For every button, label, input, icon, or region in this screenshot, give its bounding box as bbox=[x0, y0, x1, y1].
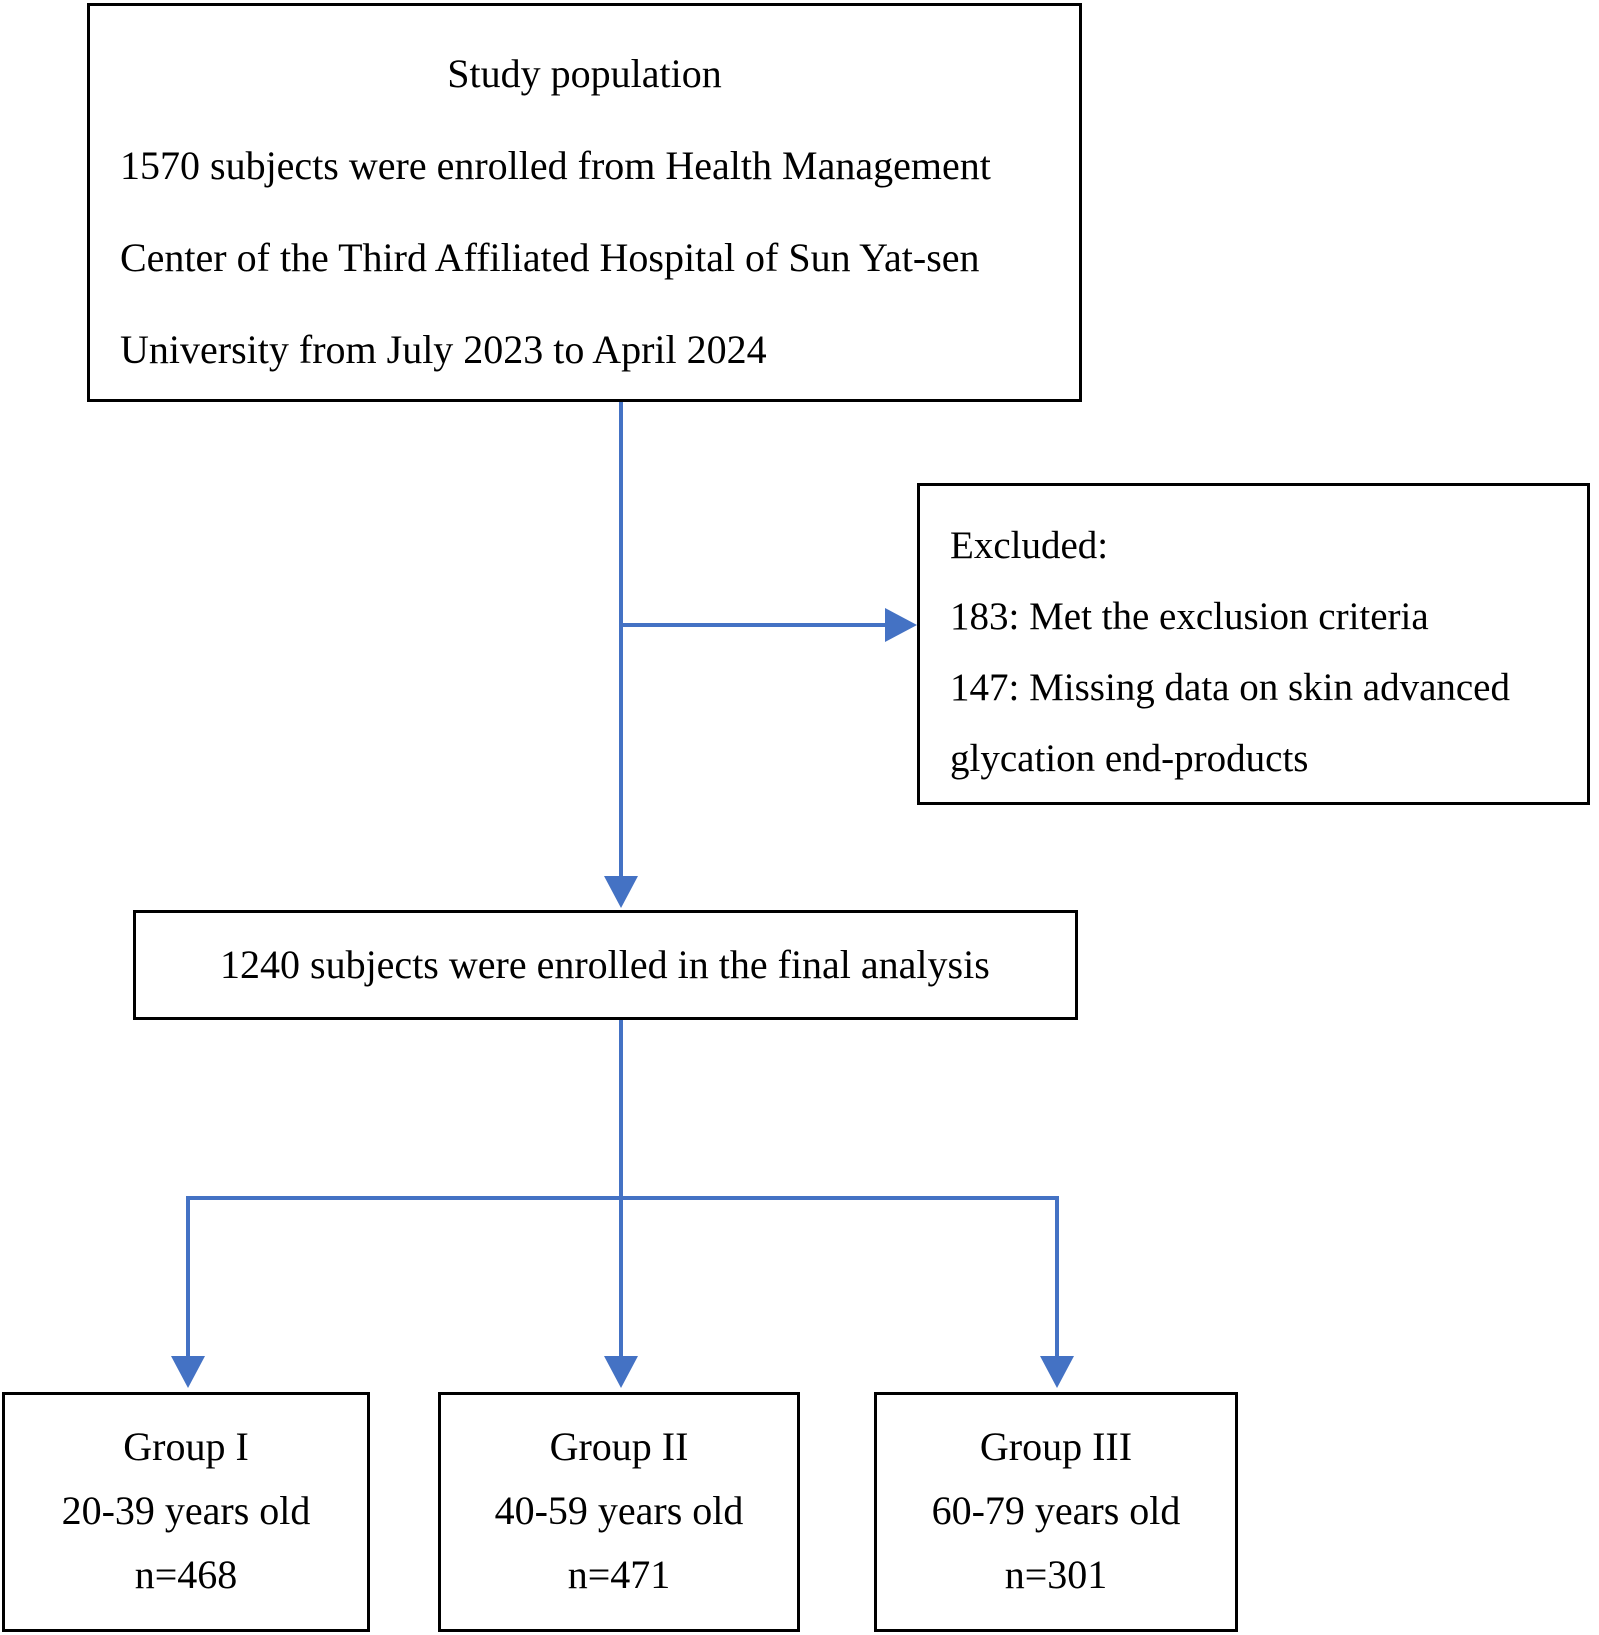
study-population-title: Study population bbox=[447, 51, 722, 96]
excluded-line-2: 147: Missing data on skin advanced bbox=[950, 666, 1510, 709]
excluded-line-1: 183: Met the exclusion criteria bbox=[950, 595, 1429, 638]
study-population-text: Study population 1570 subjects were enro… bbox=[90, 6, 1079, 396]
arrow-down-icon-group-2 bbox=[604, 1356, 638, 1388]
final-analysis-text: 1240 subjects were enrolled in the final… bbox=[136, 913, 1075, 1017]
group-1-age-range: 20-39 years old bbox=[61, 1488, 311, 1533]
connector-branch-to-group-3 bbox=[1055, 1196, 1059, 1358]
connector-final-to-branch bbox=[619, 1020, 623, 1200]
group-3-name: Group III bbox=[979, 1424, 1133, 1469]
connector-study-to-final bbox=[619, 402, 623, 896]
group-2-text: Group II 40-59 years old n=471 bbox=[441, 1395, 797, 1607]
excluded-text: Excluded: 183: Met the exclusion criteri… bbox=[920, 486, 1587, 794]
arrow-down-icon-main bbox=[604, 876, 638, 908]
group-3-age-range: 60-79 years old bbox=[931, 1488, 1181, 1533]
arrow-down-icon-group-1 bbox=[171, 1356, 205, 1388]
group-3-text: Group III 60-79 years old n=301 bbox=[877, 1395, 1235, 1607]
study-population-line-1: 1570 subjects were enrolled from Health … bbox=[120, 143, 991, 188]
final-analysis-line: 1240 subjects were enrolled in the final… bbox=[220, 942, 990, 987]
group-2-name: Group II bbox=[549, 1424, 689, 1469]
arrow-down-icon-group-3 bbox=[1040, 1356, 1074, 1388]
connector-branch-bar bbox=[188, 1196, 1059, 1200]
group-box-1: Group I 20-39 years old n=468 bbox=[2, 1392, 370, 1632]
arrow-right-icon-excluded bbox=[885, 608, 917, 642]
connector-to-excluded bbox=[619, 623, 897, 627]
group-2-age-range: 40-59 years old bbox=[494, 1488, 744, 1533]
connector-branch-to-group-1 bbox=[186, 1196, 190, 1358]
excluded-line-3: glycation end-products bbox=[950, 737, 1309, 780]
final-analysis-box: 1240 subjects were enrolled in the final… bbox=[133, 910, 1078, 1020]
excluded-heading: Excluded: bbox=[950, 524, 1109, 567]
study-population-box: Study population 1570 subjects were enro… bbox=[87, 3, 1082, 402]
group-1-count: n=468 bbox=[134, 1552, 238, 1597]
study-population-line-3: University from July 2023 to April 2024 bbox=[120, 327, 767, 372]
group-3-count: n=301 bbox=[1004, 1552, 1108, 1597]
group-box-3: Group III 60-79 years old n=301 bbox=[874, 1392, 1238, 1632]
group-1-text: Group I 20-39 years old n=468 bbox=[5, 1395, 367, 1607]
excluded-box: Excluded: 183: Met the exclusion criteri… bbox=[917, 483, 1590, 805]
group-2-count: n=471 bbox=[567, 1552, 671, 1597]
group-1-name: Group I bbox=[123, 1424, 249, 1469]
group-box-2: Group II 40-59 years old n=471 bbox=[438, 1392, 800, 1632]
study-population-line-2: Center of the Third Affiliated Hospital … bbox=[120, 235, 980, 280]
connector-branch-to-group-2 bbox=[619, 1196, 623, 1358]
